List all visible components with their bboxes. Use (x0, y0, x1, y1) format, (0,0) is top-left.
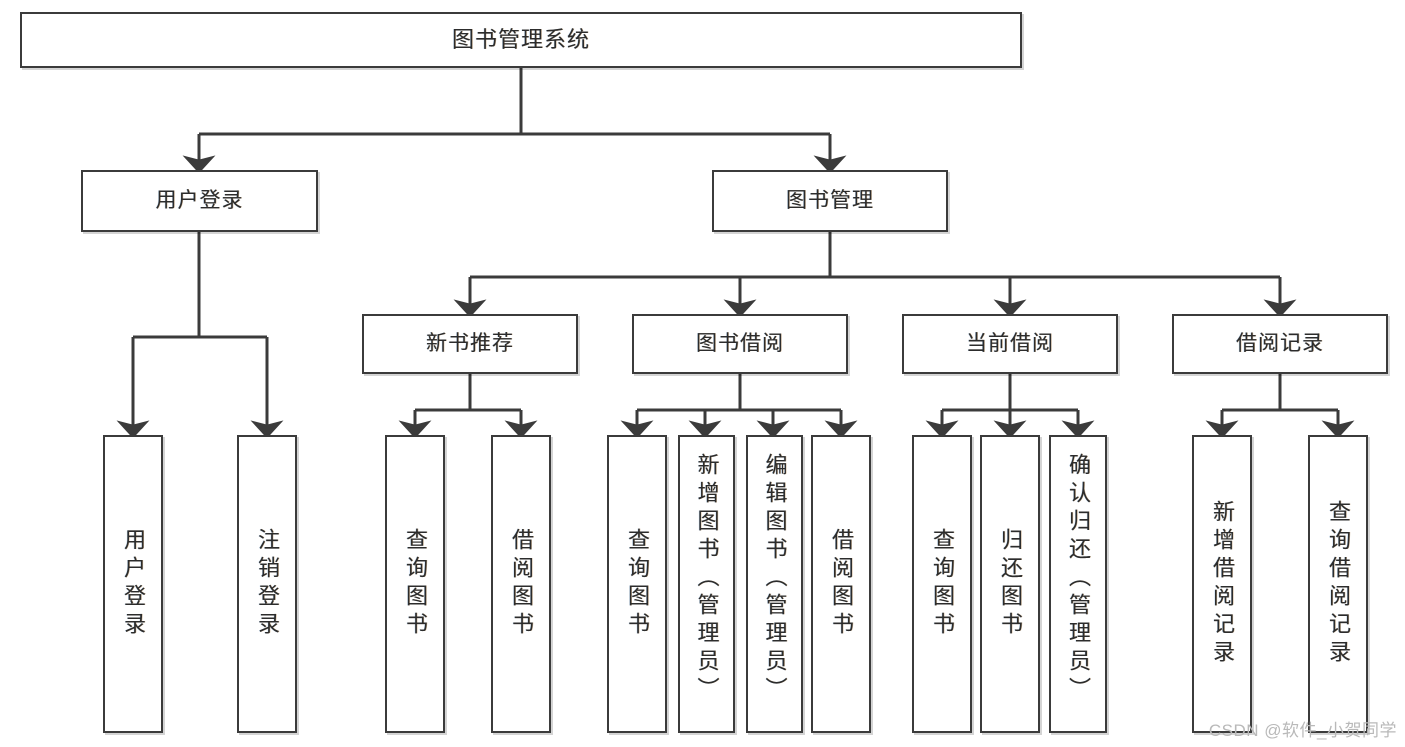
node-leaf-logout-login-label: 注销登录 (255, 528, 280, 640)
watermark-text: CSDN @软件_小贺同学 (1208, 721, 1397, 740)
node-leaf-borrow-book-2[interactable]: 借阅图书 (811, 435, 871, 733)
node-leaf-query-book-2-label: 查询图书 (625, 528, 650, 640)
node-leaf-query-book-3[interactable]: 查询图书 (912, 435, 972, 733)
node-leaf-query-book-1-label: 查询图书 (403, 528, 428, 640)
node-root-label: 图书管理系统 (451, 27, 590, 53)
node-book-management[interactable]: 图书管理 (712, 170, 948, 232)
node-leaf-query-book-2[interactable]: 查询图书 (607, 435, 667, 733)
node-leaf-add-book-label: 新增图书（管理员） (694, 453, 720, 705)
node-current-borrow-label: 当前借阅 (966, 331, 1054, 355)
node-leaf-user-login-label: 用户登录 (121, 528, 146, 640)
node-leaf-query-book-1[interactable]: 查询图书 (385, 435, 445, 733)
node-leaf-borrow-book-2-label: 借阅图书 (829, 528, 854, 640)
node-leaf-return-book[interactable]: 归还图书 (980, 435, 1040, 733)
node-leaf-borrow-book-1[interactable]: 借阅图书 (491, 435, 551, 733)
node-leaf-add-book[interactable]: 新增图书（管理员） (678, 435, 735, 733)
node-leaf-edit-book-label: 编辑图书（管理员） (762, 453, 788, 705)
node-borrow-record[interactable]: 借阅记录 (1172, 314, 1388, 374)
node-leaf-query-book-3-label: 查询图书 (930, 528, 955, 640)
node-user-login[interactable]: 用户登录 (81, 170, 318, 232)
node-leaf-query-borrow-record[interactable]: 查询借阅记录 (1308, 435, 1368, 733)
node-leaf-query-borrow-record-label: 查询借阅记录 (1326, 500, 1351, 668)
node-current-borrow[interactable]: 当前借阅 (902, 314, 1118, 374)
node-user-login-label: 用户登录 (155, 188, 244, 212)
node-leaf-borrow-book-1-label: 借阅图书 (509, 528, 534, 640)
node-new-book-recommend[interactable]: 新书推荐 (362, 314, 578, 374)
node-leaf-user-login[interactable]: 用户登录 (103, 435, 163, 733)
node-leaf-logout-login[interactable]: 注销登录 (237, 435, 297, 733)
node-leaf-confirm-return-label: 确认归还（管理员） (1066, 453, 1091, 705)
node-root[interactable]: 图书管理系统 (20, 12, 1022, 68)
node-leaf-edit-book[interactable]: 编辑图书（管理员） (746, 435, 803, 733)
node-borrow-record-label: 借阅记录 (1236, 331, 1324, 355)
node-leaf-add-borrow-record[interactable]: 新增借阅记录 (1192, 435, 1252, 733)
node-leaf-return-book-label: 归还图书 (998, 528, 1023, 640)
node-book-management-label: 图书管理 (786, 188, 874, 212)
node-leaf-confirm-return[interactable]: 确认归还（管理员） (1049, 435, 1107, 733)
node-book-borrow[interactable]: 图书借阅 (632, 314, 848, 374)
node-new-book-recommend-label: 新书推荐 (426, 331, 514, 355)
node-book-borrow-label: 图书借阅 (696, 331, 784, 355)
node-leaf-add-borrow-record-label: 新增借阅记录 (1210, 500, 1235, 668)
